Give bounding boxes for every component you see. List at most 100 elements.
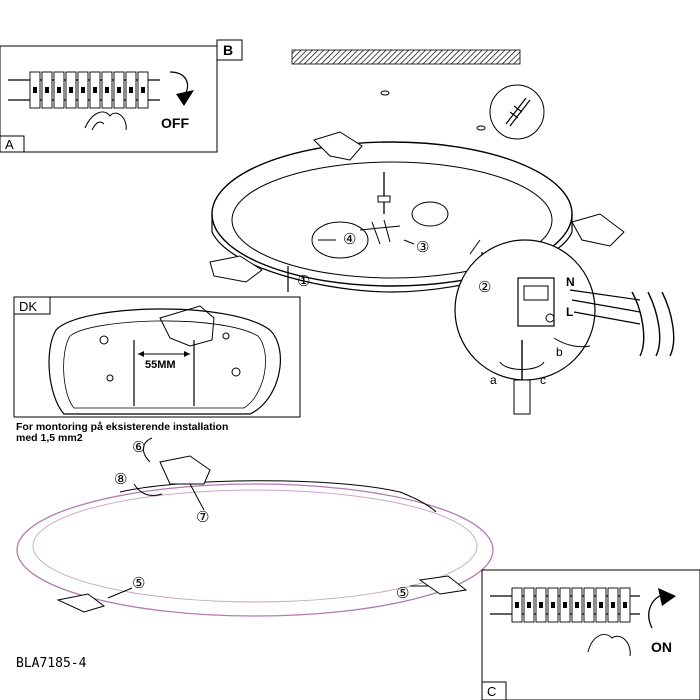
panel-c-tag bbox=[481, 681, 507, 700]
panel-dk: DK 55MM For montoring på eksisterende in… bbox=[13, 296, 301, 444]
on-label: ON bbox=[651, 639, 672, 655]
cable-bundle bbox=[631, 291, 675, 357]
callout-6: ⑥ bbox=[132, 439, 145, 456]
terminal-block bbox=[517, 277, 555, 327]
breaker-toggle bbox=[69, 87, 73, 93]
shade-clip-top bbox=[159, 455, 211, 485]
panel-b-tag bbox=[216, 39, 243, 61]
terminal-cutout bbox=[159, 305, 215, 347]
callout-5-right: ⑤ bbox=[396, 585, 409, 602]
breaker-toggle bbox=[515, 602, 519, 608]
breaker-toggle bbox=[45, 87, 49, 93]
shade-inner-rim bbox=[32, 489, 478, 603]
ceiling-hole bbox=[380, 90, 390, 96]
breaker-toggle bbox=[623, 602, 627, 608]
breaker-toggle bbox=[117, 87, 121, 93]
install-note-line2: med 1,5 mm2 bbox=[16, 432, 83, 444]
on-arrow-icon bbox=[658, 588, 676, 606]
wire-n-label: N bbox=[566, 275, 575, 289]
supply-wires bbox=[569, 289, 641, 325]
turn-arrow-6 bbox=[143, 437, 153, 463]
callout-2: ② bbox=[478, 279, 491, 296]
callout-4: ④ bbox=[343, 231, 356, 248]
terminal-detail: ② N L a b c bbox=[454, 239, 675, 415]
terminal-screw bbox=[545, 313, 555, 323]
base-plate-plan-inner bbox=[63, 320, 266, 409]
breaker-toggle bbox=[563, 602, 567, 608]
off-label: OFF bbox=[161, 115, 189, 131]
wire-l-label: L bbox=[566, 305, 573, 319]
mount-hole bbox=[231, 367, 241, 377]
breaker-toggle bbox=[57, 87, 61, 93]
callout-7-leader bbox=[189, 483, 205, 511]
breaker-toggle bbox=[551, 602, 555, 608]
callout-3-leader bbox=[403, 239, 415, 245]
breaker-toggle bbox=[539, 602, 543, 608]
screw-detail-circle bbox=[489, 84, 545, 140]
panel-a-label: A bbox=[5, 137, 14, 152]
hand-icon bbox=[84, 111, 127, 131]
panel-a-frame bbox=[0, 45, 218, 153]
panel-c-fusebox-on: C ON bbox=[481, 569, 700, 700]
breaker-toggle bbox=[587, 602, 591, 608]
install-note-line1: For montoring på eksisterende installati… bbox=[16, 421, 228, 433]
panel-dk-label: DK bbox=[19, 299, 37, 314]
callout-8: ⑧ bbox=[114, 471, 127, 488]
shade-clip bbox=[56, 593, 106, 613]
panel-dk-frame bbox=[13, 296, 301, 418]
ceiling-hatch bbox=[291, 49, 521, 65]
screw-icon bbox=[505, 97, 531, 127]
terminal-slot bbox=[523, 285, 549, 301]
lamp-holder bbox=[311, 221, 369, 259]
callout-5-leader bbox=[107, 587, 133, 599]
wire-arrow bbox=[553, 337, 591, 348]
callout-7: ⑦ bbox=[196, 509, 209, 526]
shade-dome bbox=[119, 480, 437, 513]
breaker-toggle bbox=[33, 87, 37, 93]
bulb-socket bbox=[359, 219, 401, 245]
breaker-toggle bbox=[575, 602, 579, 608]
breaker-toggle bbox=[611, 602, 615, 608]
panel-a-tag bbox=[0, 135, 25, 153]
center-screw-head bbox=[377, 195, 391, 203]
mounting-clip bbox=[313, 131, 363, 161]
model-code: BLA7185-4 bbox=[16, 656, 87, 671]
turn-arrow bbox=[499, 361, 545, 370]
arrow-c-label: c bbox=[540, 373, 546, 387]
panel-b-label: B bbox=[223, 42, 233, 58]
shade-clip bbox=[418, 575, 468, 595]
callout-3: ③ bbox=[416, 239, 429, 256]
callout-5-left: ⑤ bbox=[132, 575, 145, 592]
circuit-breaker-row bbox=[29, 71, 149, 109]
breaker-toggle bbox=[81, 87, 85, 93]
screwdriver-handle bbox=[513, 379, 531, 415]
breaker-toggle bbox=[93, 87, 97, 93]
arrow-a-label: a bbox=[490, 373, 497, 387]
callout-1: ① bbox=[297, 273, 310, 290]
turn-arrow-8 bbox=[133, 483, 163, 497]
ceiling-assembly: ④ ③ ① bbox=[209, 49, 625, 293]
mounting-clip bbox=[571, 213, 625, 247]
base-plate-inner bbox=[231, 161, 553, 279]
ceiling-hole bbox=[476, 125, 486, 131]
breaker-toggle bbox=[129, 87, 133, 93]
glass-shade: ⑥ ⑧ ⑦ ⑤ ⑤ bbox=[16, 437, 494, 617]
breaker-toggle bbox=[599, 602, 603, 608]
dimension-arrow-right bbox=[184, 351, 190, 357]
lamp-holder bbox=[411, 201, 449, 227]
panel-dk-tag bbox=[13, 296, 51, 315]
base-plate-plan bbox=[48, 308, 281, 415]
panel-a-fusebox-off: A B OFF bbox=[0, 39, 243, 153]
off-arrow-icon bbox=[176, 90, 194, 106]
breaker-toggle bbox=[105, 87, 109, 93]
dimension-arrow-left bbox=[138, 351, 144, 357]
arrow-b-label: b bbox=[556, 345, 563, 359]
mounting-clip bbox=[209, 255, 263, 283]
breaker-toggle bbox=[527, 602, 531, 608]
detail-leader bbox=[469, 239, 481, 255]
breaker-toggle bbox=[141, 87, 145, 93]
mount-hole bbox=[106, 374, 114, 382]
panel-c-label: C bbox=[487, 684, 496, 699]
dimension-55mm: 55MM bbox=[145, 359, 176, 371]
